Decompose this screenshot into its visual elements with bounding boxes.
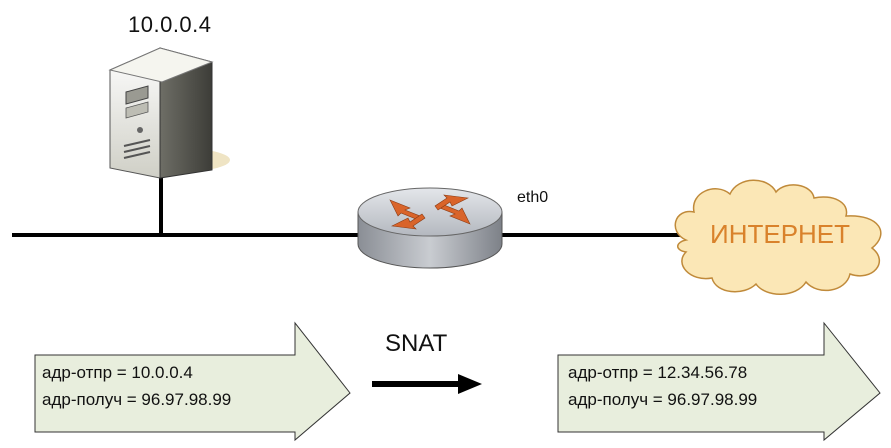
router-icon xyxy=(357,187,503,269)
packet-after-src: адр-отпр = 12.34.56.78 xyxy=(568,363,748,382)
router-interface-label: eth0 xyxy=(517,189,549,206)
packet-after-text: адр-отпр = 12.34.56.78 адр-получ = 96.97… xyxy=(568,359,757,413)
server-icon xyxy=(108,47,230,179)
server-ip-label: 10.0.0.4 xyxy=(128,12,212,37)
packet-before-shape xyxy=(34,321,351,442)
internet-label: ИНТЕРНЕТ xyxy=(710,219,851,249)
packet-after-dst: адр-получ = 96.97.98.99 xyxy=(568,390,758,409)
snat-label: SNAT xyxy=(385,330,448,357)
internet-cloud-icon xyxy=(674,179,882,295)
packet-before-text: адр-отпр = 10.0.0.4 адр-получ = 96.97.98… xyxy=(42,359,231,413)
snat-arrow-icon xyxy=(372,374,482,394)
packet-before-dst: адр-получ = 96.97.98.99 xyxy=(42,390,232,409)
packet-after-shape xyxy=(557,321,881,442)
packet-before-src: адр-отпр = 10.0.0.4 xyxy=(42,363,193,382)
